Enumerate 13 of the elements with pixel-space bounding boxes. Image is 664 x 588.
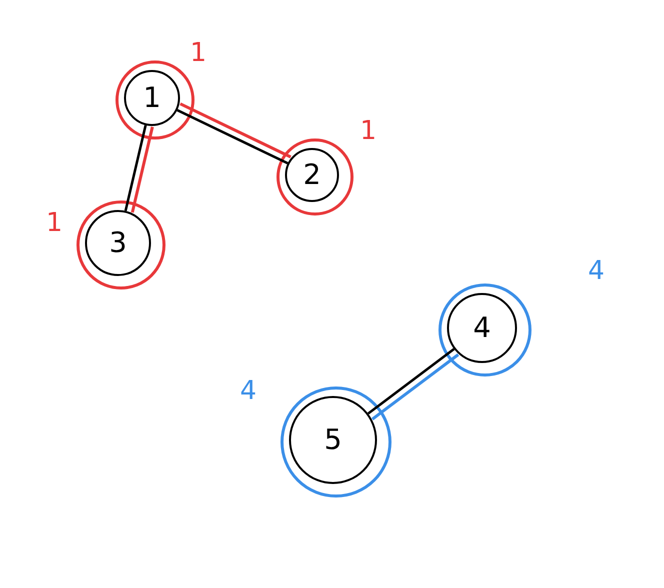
node-circle: 2 <box>285 148 339 202</box>
connector-line <box>176 109 288 164</box>
annotation-number: 1 <box>46 210 63 236</box>
node-circle: 4 <box>447 293 517 363</box>
connector-line <box>367 348 455 415</box>
node-circle: 5 <box>289 396 377 484</box>
annotation-number: 4 <box>588 258 605 284</box>
connector-line <box>124 124 147 212</box>
annotation-number: 1 <box>360 118 377 144</box>
annotation-number: 4 <box>240 378 257 404</box>
annotation-number: 1 <box>190 40 207 66</box>
node-circle: 3 <box>85 210 151 276</box>
node-circle: 1 <box>124 70 180 126</box>
